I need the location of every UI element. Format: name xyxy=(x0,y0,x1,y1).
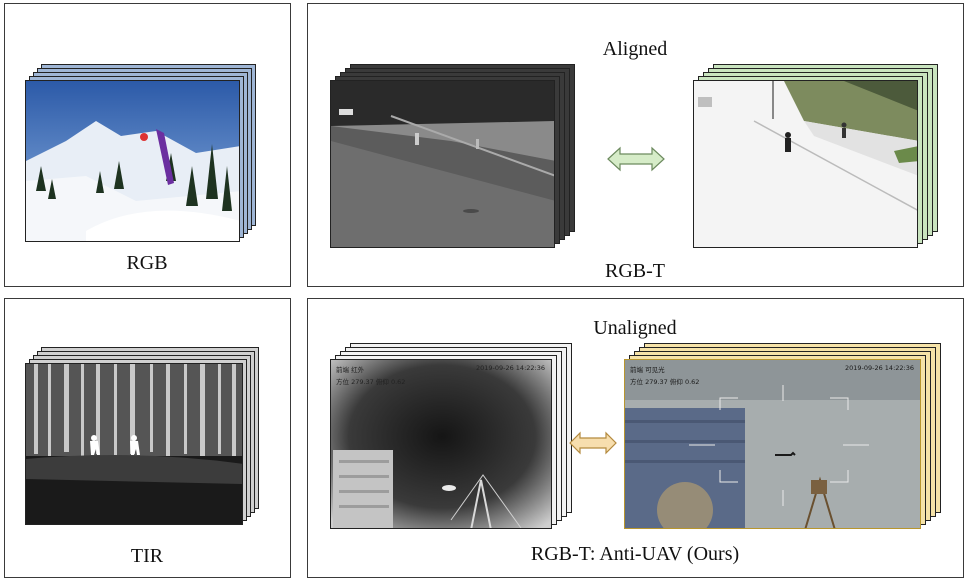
rgb-label: RGB xyxy=(5,252,289,275)
unaligned-title: Unaligned xyxy=(308,317,962,340)
visible-overlay-angles: 方位 279.37 俯仰 0.62 xyxy=(630,376,699,386)
visible-overlay-timestamp: 2019-09-26 14:22:36 xyxy=(845,364,914,372)
rgb-panel: RGB xyxy=(4,3,291,287)
rgbt-label: RGB-T xyxy=(308,260,962,283)
tir-thermal-image xyxy=(25,363,243,525)
aligned-title: Aligned xyxy=(308,38,962,61)
aligned-thermal-street-image xyxy=(330,80,555,248)
ir-overlay-angles: 方位 279.37 俯仰 0.62 xyxy=(336,376,405,386)
aligned-visible-street-image xyxy=(693,80,918,248)
unaligned-visible-image: 前端 可见光 2019-09-26 14:22:36 方位 279.37 俯仰 … xyxy=(624,359,921,529)
ir-overlay-channel: 前端 红外 xyxy=(336,364,364,374)
antiuav-label: RGB-T: Anti-UAV (Ours) xyxy=(308,543,962,566)
visible-overlay-channel: 前端 可见光 xyxy=(630,364,665,374)
tir-label: TIR xyxy=(5,545,289,568)
rgbt-aligned-panel: Aligned xyxy=(307,3,964,287)
unaligned-double-arrow-icon xyxy=(568,431,618,455)
tir-panel: TIR xyxy=(4,298,291,578)
antiuav-unaligned-panel: Unaligned 前端 红外 2019-09-26 14:22:36 xyxy=(307,298,964,578)
rgb-snow-image xyxy=(25,80,240,242)
unaligned-ir-image: 前端 红外 2019-09-26 14:22:36 方位 279.37 俯仰 0… xyxy=(330,359,552,529)
ir-overlay-timestamp: 2019-09-26 14:22:36 xyxy=(476,364,545,372)
aligned-double-arrow-icon xyxy=(606,146,666,172)
